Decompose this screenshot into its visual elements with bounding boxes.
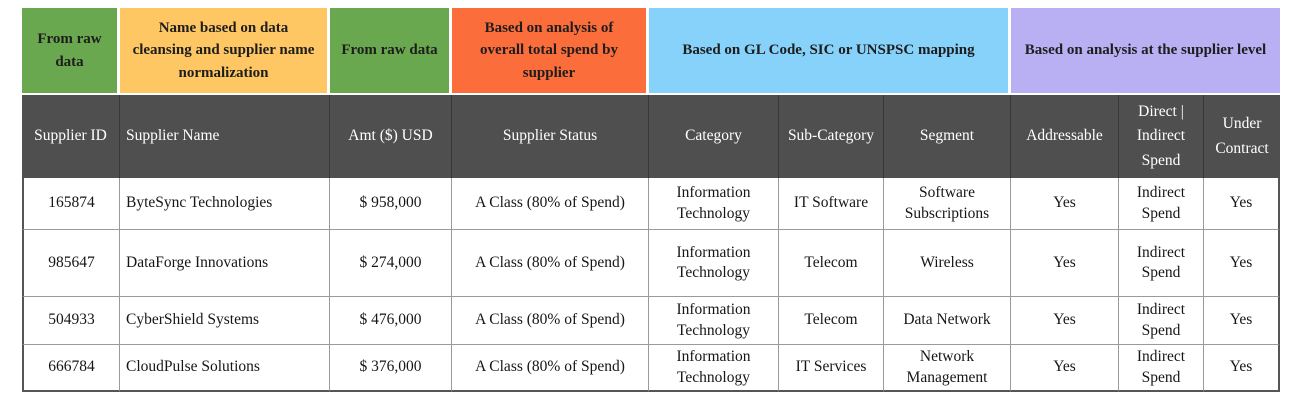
table-cell: 165874 (22, 178, 120, 230)
table-cell: Yes (1011, 345, 1119, 392)
annotation-supplier-level-analysis: Based on analysis at the supplier level (1011, 8, 1280, 95)
table-cell: $ 274,000 (330, 230, 452, 297)
table-cell: IT Software (779, 178, 884, 230)
column-header-amt-usd: Amt ($) USD (330, 95, 452, 178)
table-cell: Indirect Spend (1119, 178, 1204, 230)
table-cell: $ 376,000 (330, 345, 452, 392)
table-cell: Network Management (884, 345, 1011, 392)
table-cell: A Class (80% of Spend) (452, 178, 649, 230)
table-cell: Yes (1011, 178, 1119, 230)
table-cell: CloudPulse Solutions (120, 345, 330, 392)
table-cell: 666784 (22, 345, 120, 392)
annotation-amount-source: From raw data (330, 8, 452, 95)
annotation-supplier-name-source: Name based on data cleansing and supplie… (120, 8, 330, 95)
column-header-supplier-id: Supplier ID (22, 95, 120, 178)
table-cell: 504933 (22, 297, 120, 345)
table-cell: Yes (1204, 345, 1280, 392)
table-cell: Telecom (779, 297, 884, 345)
table-cell: A Class (80% of Spend) (452, 297, 649, 345)
table-cell: Information Technology (649, 345, 779, 392)
table-cell: Indirect Spend (1119, 230, 1204, 297)
table-cell: Telecom (779, 230, 884, 297)
table-cell: Yes (1204, 178, 1280, 230)
column-header-segment: Segment (884, 95, 1011, 178)
table-cell: Software Subscriptions (884, 178, 1011, 230)
table-cell: A Class (80% of Spend) (452, 230, 649, 297)
column-header-direct-indirect-spend: Direct | Indirect Spend (1119, 95, 1204, 178)
table-cell: Information Technology (649, 230, 779, 297)
annotation-supplier-status-source: Based on analysis of overall total spend… (452, 8, 649, 95)
table-cell: 985647 (22, 230, 120, 297)
table-cell: CyberShield Systems (120, 297, 330, 345)
column-header-sub-category: Sub-Category (779, 95, 884, 178)
annotation-supplier-id-source: From raw data (22, 8, 120, 95)
table-cell: Wireless (884, 230, 1011, 297)
table-cell: Indirect Spend (1119, 345, 1204, 392)
table-cell: A Class (80% of Spend) (452, 345, 649, 392)
table-cell: $ 958,000 (330, 178, 452, 230)
table-cell: IT Services (779, 345, 884, 392)
column-header-supplier-status: Supplier Status (452, 95, 649, 178)
table-cell: DataForge Innovations (120, 230, 330, 297)
table-cell: Information Technology (649, 178, 779, 230)
annotation-gl-sic-unspsc-mapping: Based on GL Code, SIC or UNSPSC mapping (649, 8, 1011, 95)
table-cell: Data Network (884, 297, 1011, 345)
table-cell: $ 476,000 (330, 297, 452, 345)
table-cell: Information Technology (649, 297, 779, 345)
table-cell: Yes (1011, 297, 1119, 345)
column-header-supplier-name: Supplier Name (120, 95, 330, 178)
table-cell: ByteSync Technologies (120, 178, 330, 230)
table-cell: Yes (1204, 297, 1280, 345)
column-header-addressable: Addressable (1011, 95, 1119, 178)
table-cell: Yes (1204, 230, 1280, 297)
table-cell: Yes (1011, 230, 1119, 297)
column-header-under-contract: Under Contract (1204, 95, 1280, 178)
column-header-category: Category (649, 95, 779, 178)
table-cell: Indirect Spend (1119, 297, 1204, 345)
